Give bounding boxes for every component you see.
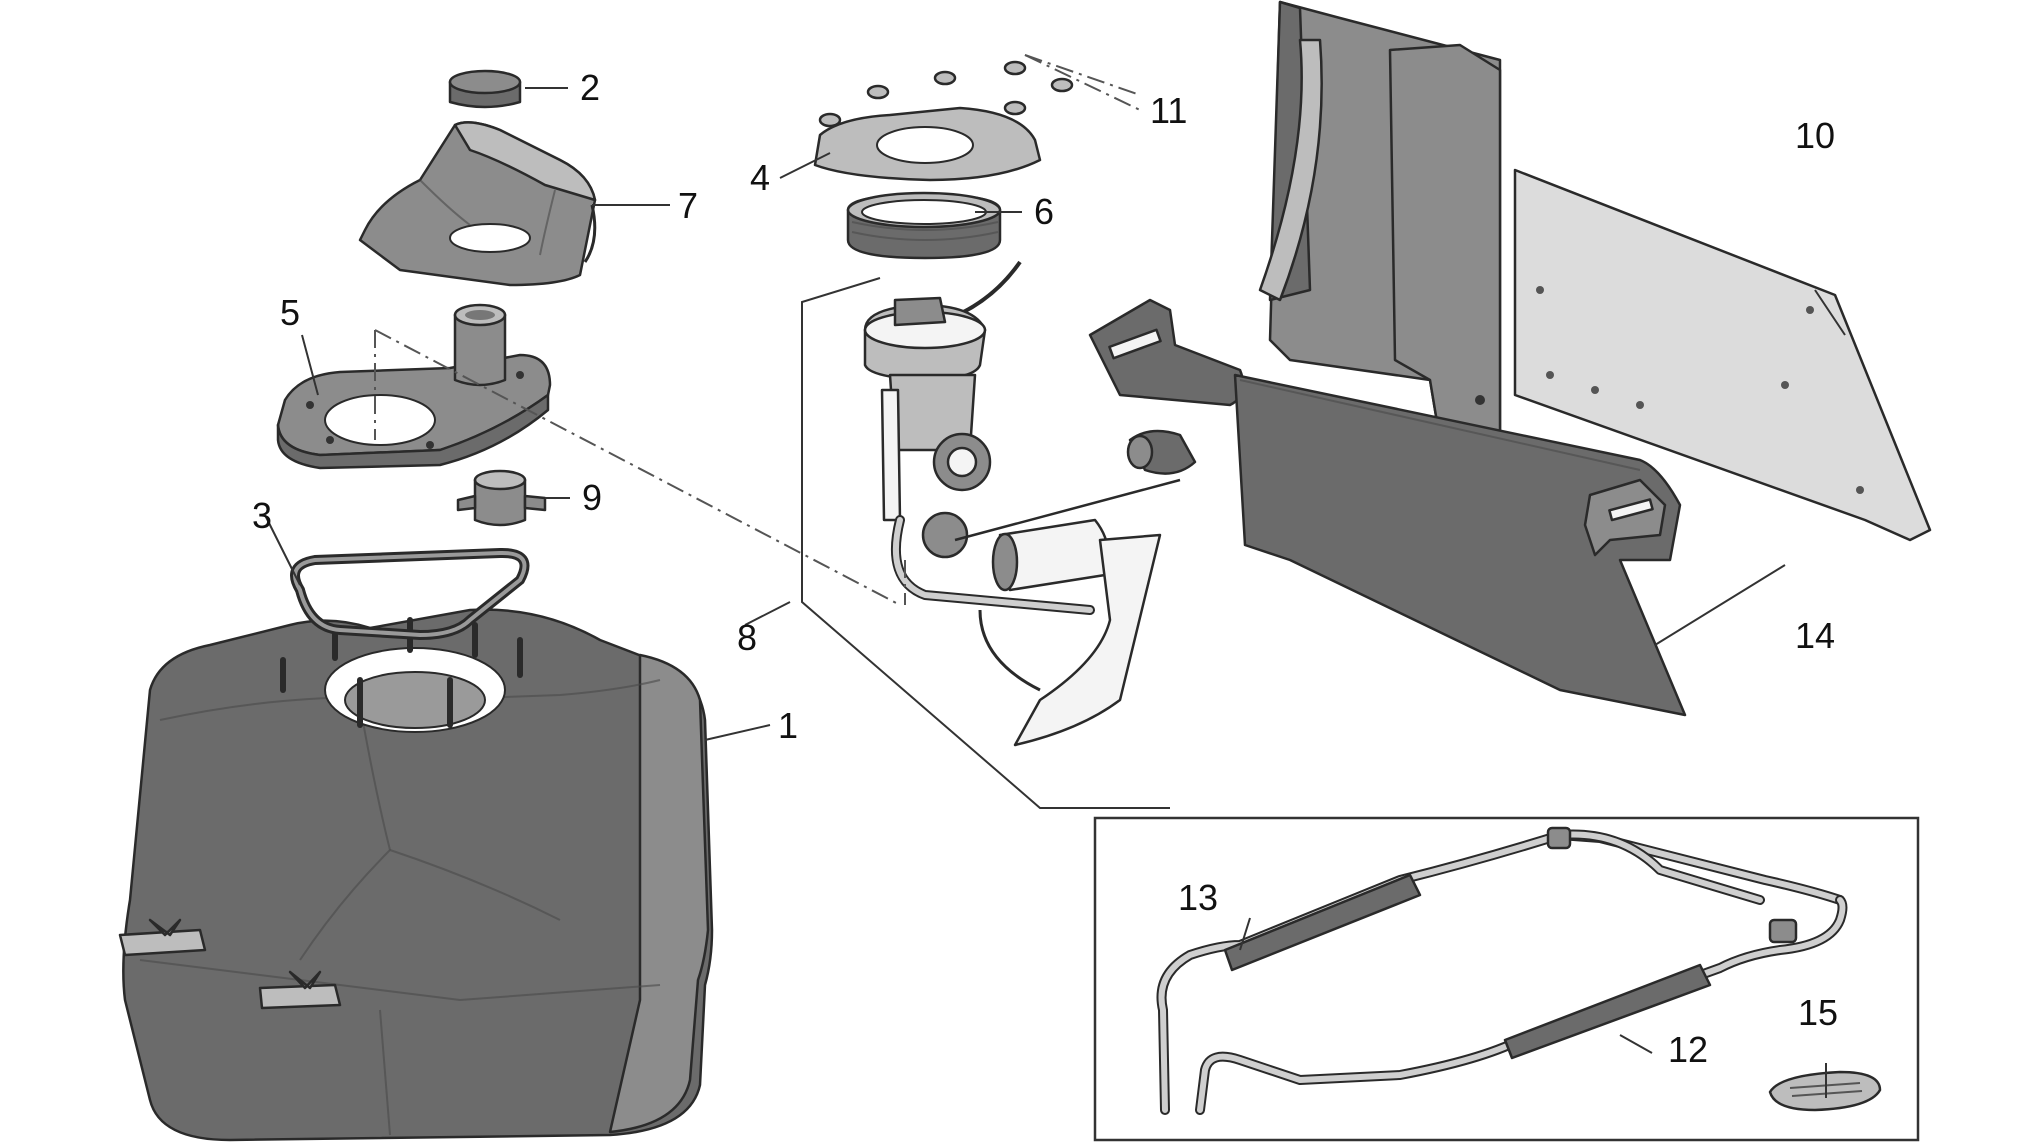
callout-4: 4 — [750, 157, 770, 198]
callout-1: 1 — [778, 705, 798, 746]
callout-labels: 1 2 3 4 5 6 7 8 9 10 11 12 13 14 15 — [252, 67, 1838, 1070]
flange-plate — [813, 106, 1042, 182]
fuel-tank — [118, 608, 714, 1142]
callout-5: 5 — [280, 292, 300, 333]
callout-7: 7 — [678, 185, 698, 226]
callout-12: 12 — [1668, 1029, 1708, 1070]
assembly-lines — [374, 54, 1141, 606]
callout-3: 3 — [252, 495, 272, 536]
heat-shield-sheet — [1513, 168, 1932, 542]
callout-11: 11 — [1150, 90, 1187, 131]
callout-15: 15 — [1798, 992, 1838, 1033]
fuel-cap — [448, 69, 522, 109]
support-bracket — [1088, 0, 1687, 717]
callout-10: 10 — [1795, 115, 1835, 156]
pump-bracket-line — [801, 277, 1170, 809]
callout-13: 13 — [1178, 877, 1218, 918]
tank-gasket — [290, 547, 530, 641]
bushing — [456, 469, 547, 527]
filler-cover — [358, 121, 597, 287]
hose-detail-box — [1093, 816, 1920, 1142]
leader-lines — [264, 87, 1846, 1098]
ring-nut — [846, 191, 1002, 260]
callout-14: 14 — [1795, 615, 1835, 656]
callout-2: 2 — [580, 67, 600, 108]
callout-8: 8 — [737, 617, 757, 658]
callout-9: 9 — [582, 477, 602, 518]
callout-6: 6 — [1034, 191, 1054, 232]
filler-plate — [276, 303, 552, 470]
fuel-pump-assembly — [863, 260, 1197, 747]
